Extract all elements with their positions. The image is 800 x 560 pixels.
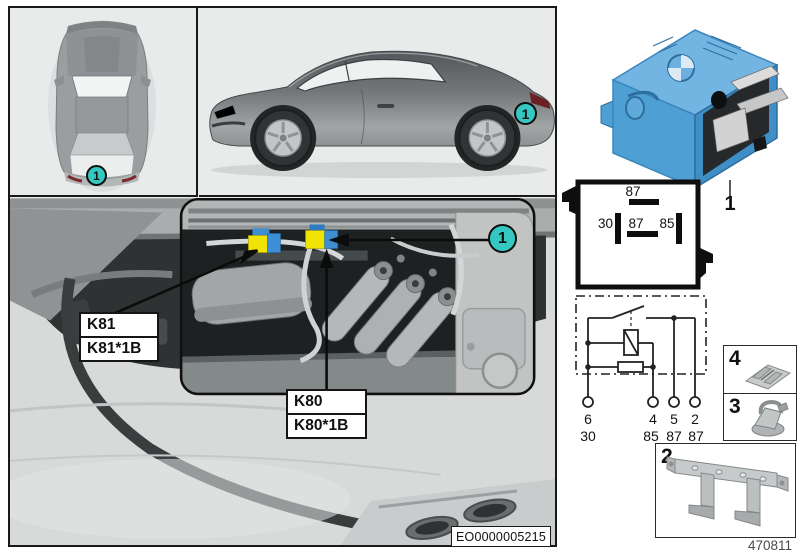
pin-30: 30 xyxy=(598,216,613,231)
k80-variant: K80*1B xyxy=(288,413,365,437)
pin-85: 85 xyxy=(659,216,674,231)
relay-circuit-schematic: 6 4 5 2 30 85 87 87 xyxy=(575,295,707,444)
k81-variant: K81*1B xyxy=(81,336,157,360)
terminal-pin-2: 2 xyxy=(691,411,699,427)
callout-1-top-view[interactable]: 1 xyxy=(86,165,107,186)
item-4-box[interactable]: 4 xyxy=(723,345,797,393)
k80-code: K80 xyxy=(294,393,323,410)
car-side-view-illustration xyxy=(208,50,555,178)
terminal-87a: 87 xyxy=(666,428,682,444)
item-3-box[interactable]: 3 xyxy=(723,393,797,441)
trunk-detail-panel xyxy=(10,197,555,545)
k81-label: K81 K81*1B xyxy=(79,312,159,362)
callout-number: 1 xyxy=(93,168,100,183)
relay-photo-illustration: 1 xyxy=(600,29,789,212)
relay-pin-blade xyxy=(730,65,780,91)
callout-1-side-view[interactable]: 1 xyxy=(514,102,537,125)
trunk-detail-illustration xyxy=(10,197,555,545)
callout-number: 1 xyxy=(521,105,530,122)
terminal-pin-4: 4 xyxy=(649,411,657,427)
document-number: 470811 xyxy=(747,538,792,553)
grommet-clip-icon xyxy=(751,399,789,437)
k81-code: K81 xyxy=(87,316,116,333)
slide-clip-icon xyxy=(744,364,792,390)
relay-k80 xyxy=(305,223,338,249)
k80-label: K80 K80*1B xyxy=(286,389,367,439)
car-top-view-panel xyxy=(10,8,198,197)
car-top-view-illustration xyxy=(48,20,156,192)
callout-number: 1 xyxy=(498,229,507,247)
callout-1-inset[interactable]: 1 xyxy=(488,224,517,253)
relay-pin-diagram: 87 30 87 85 xyxy=(562,179,713,290)
car-side-view-panel xyxy=(198,8,555,197)
terminal-pin-6: 6 xyxy=(584,411,592,427)
terminal-30: 30 xyxy=(580,428,596,444)
terminal-pin-5: 5 xyxy=(670,411,678,427)
relay-pin-blade xyxy=(712,107,750,153)
relay-k81 xyxy=(248,227,281,253)
illustration-frame: 1 1 1 K81 K81*1B K80 K80*1B EO0000005215 xyxy=(8,6,557,547)
terminal-87b: 87 xyxy=(688,428,704,444)
pin-87-top: 87 xyxy=(625,184,640,199)
k81-arrow xyxy=(108,254,245,317)
relay-location-inset xyxy=(108,197,536,395)
valve-cylinders xyxy=(321,260,457,368)
item-4-number: 4 xyxy=(729,347,741,370)
terminal-85: 85 xyxy=(643,428,659,444)
item-2-box[interactable]: 2 xyxy=(655,443,796,538)
item-3-number: 3 xyxy=(729,395,741,418)
image-code-label: EO0000005215 xyxy=(451,526,551,547)
bracket-icon xyxy=(666,456,789,527)
pin-87-center: 87 xyxy=(628,216,643,231)
exhaust-tips xyxy=(405,498,517,540)
relay-item-number: 1 xyxy=(724,193,735,212)
air-supply-tank xyxy=(191,261,312,325)
